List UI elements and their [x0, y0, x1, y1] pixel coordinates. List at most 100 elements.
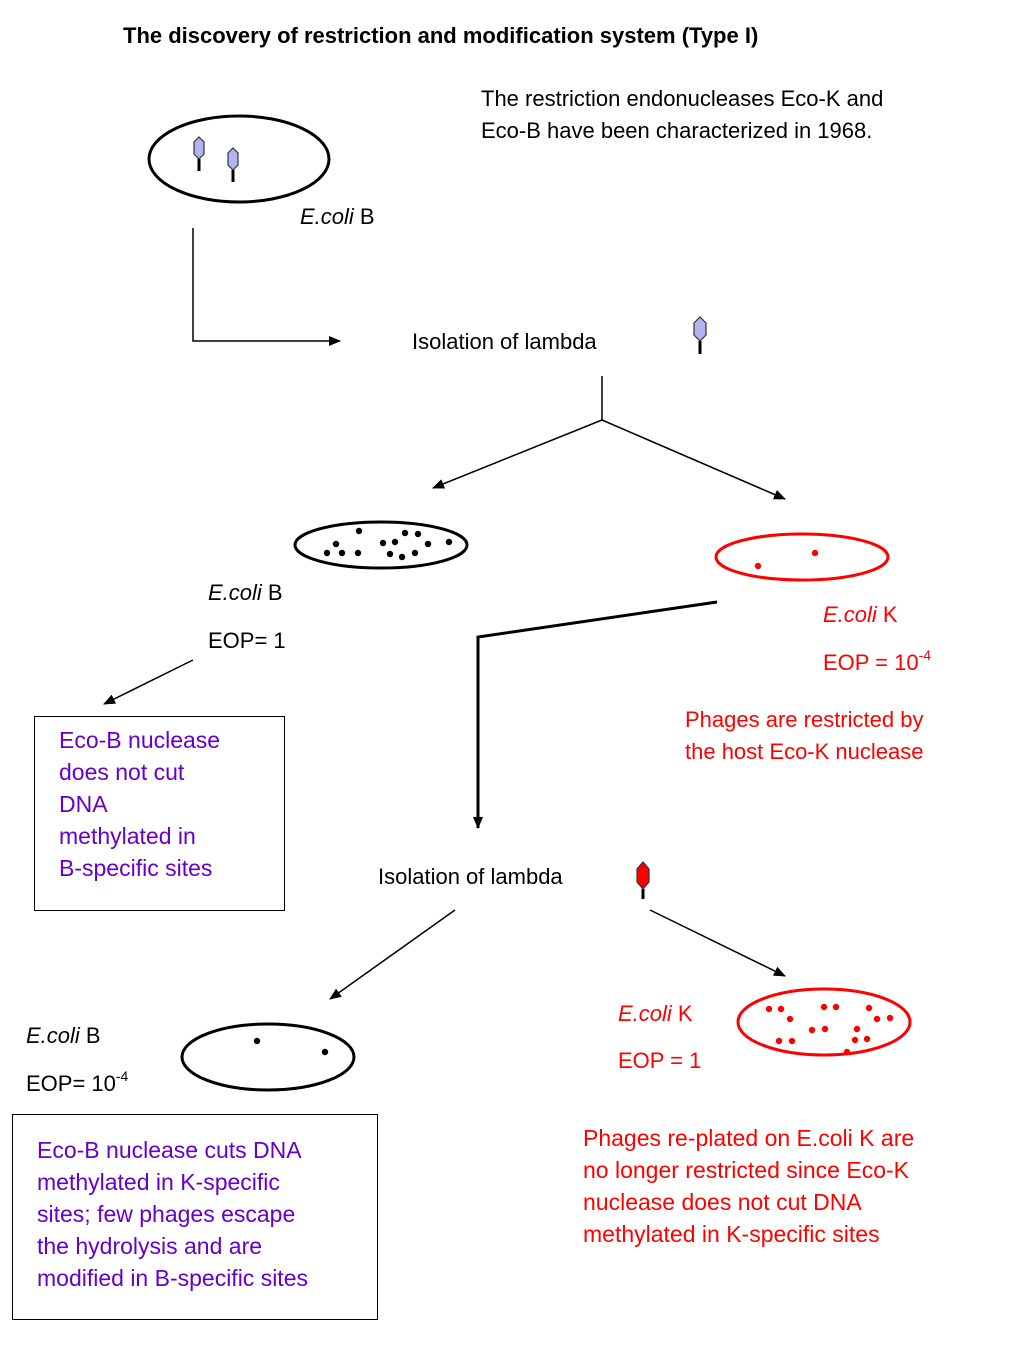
plaque-dot-icon — [775, 1037, 783, 1045]
eop-exponent: -4 — [115, 1068, 129, 1084]
left-plate-2-eop: EOP= 10-4 — [26, 1069, 128, 1096]
phage-icon — [636, 861, 650, 899]
plaque-dot-icon — [414, 530, 422, 538]
plaque-dot-icon — [391, 538, 399, 546]
right-plate-1-eop: EOP = 10-4 — [823, 648, 931, 674]
text-line: Eco-B nuclease — [59, 727, 221, 753]
right-plate-2-label: E.coli K — [618, 1003, 693, 1025]
plaque-dot-icon — [843, 1048, 851, 1056]
strain-name: B — [267, 580, 283, 605]
right-plate-1-label: E.coli K — [823, 604, 898, 626]
plaque-dot-icon — [811, 549, 819, 557]
page-title: The discovery of restriction and modific… — [123, 23, 759, 48]
text-line: no longer restricted since Eco-K — [583, 1157, 909, 1183]
plaque-dot-icon — [355, 527, 363, 535]
arrow-icon — [103, 659, 194, 705]
left-plate-2-label: E.coli B — [26, 1025, 101, 1047]
plaque-dot-icon — [865, 1004, 873, 1012]
eop-value: EOP= 10 — [26, 1071, 116, 1096]
text-line: B-specific sites — [59, 855, 213, 881]
plaque-dot-icon — [386, 550, 394, 558]
plaque-dot-icon — [253, 1037, 261, 1045]
plaque-dot-icon — [321, 1048, 329, 1056]
arrow-icon — [329, 909, 456, 1000]
plaque-dot-icon — [853, 1025, 861, 1033]
plaque-dot-icon — [424, 540, 432, 548]
right-plate-1-note-2: the host Eco-K nuclease — [685, 739, 924, 764]
plaques-ecoli-b-1 — [323, 527, 453, 561]
top-cell-label: E.coli B — [300, 206, 375, 228]
plaque-dot-icon — [863, 1035, 871, 1043]
plaque-dot-icon — [354, 549, 362, 557]
phage-icon — [227, 147, 239, 182]
plaques-ecoli-k-1 — [754, 549, 819, 570]
text-line: DNA — [59, 791, 108, 817]
plate-ecoli-k-1 — [714, 532, 890, 582]
plaque-dot-icon — [821, 1025, 829, 1033]
plaque-dot-icon — [873, 1015, 881, 1023]
arrow-icon — [432, 419, 603, 489]
replating-note: Phages re-plated on E.coli K are no long… — [583, 1122, 914, 1250]
text-line: Eco-B nuclease cuts DNA — [37, 1137, 302, 1163]
text-line: Phages re-plated on E.coli K are — [583, 1125, 915, 1151]
explanation-box-2 — [12, 1114, 378, 1320]
plaque-dot-icon — [401, 529, 409, 537]
plaque-dot-icon — [338, 549, 346, 557]
right-plate-1-note-1: Phages are restricted by — [685, 707, 924, 732]
text-line: does not cut — [59, 759, 185, 785]
plaque-dot-icon — [754, 562, 762, 570]
species-name: E.coli — [618, 1001, 672, 1026]
plate-ecoli-b-2 — [180, 1022, 356, 1092]
explanation-box-1 — [34, 716, 285, 911]
plaque-dot-icon — [398, 553, 406, 561]
plaque-dot-icon — [820, 1003, 828, 1011]
species-name: E.coli — [823, 602, 877, 627]
plaque-dot-icon — [832, 1003, 840, 1011]
text-line: methylated in K-specific — [37, 1169, 280, 1195]
top-cell-ecoli-b — [147, 114, 331, 204]
arrow-icon — [649, 909, 786, 977]
plaque-dot-icon — [851, 1036, 859, 1044]
species-name: E.coli — [26, 1023, 80, 1048]
phage-icon — [193, 136, 205, 171]
strain-name: B — [359, 204, 375, 229]
plaque-dot-icon — [323, 549, 331, 557]
plaque-dot-icon — [786, 1015, 794, 1023]
plaque-dot-icon — [411, 549, 419, 557]
text-line: methylated in K-specific sites — [583, 1221, 880, 1247]
left-plate-1-eop: EOP= 1 — [208, 628, 286, 653]
plaque-dot-icon — [808, 1026, 816, 1034]
plaques-ecoli-k-2 — [765, 1003, 894, 1056]
arrow-icon — [192, 228, 341, 346]
text-line: nuclease does not cut DNA — [583, 1189, 862, 1215]
explanation-box-1-text: Eco-B nuclease does not cut DNA methylat… — [59, 724, 220, 884]
intro-line-1: The restriction endonucleases Eco-K and — [481, 86, 884, 111]
explanation-box-2-text: Eco-B nuclease cuts DNA methylated in K-… — [37, 1134, 308, 1294]
right-plate-2-eop: EOP = 1 — [618, 1048, 702, 1073]
strain-name: B — [85, 1023, 101, 1048]
plaque-dot-icon — [445, 538, 453, 546]
species-name: E.coli — [300, 204, 354, 229]
plaque-dot-icon — [765, 1005, 773, 1013]
text-line: the hydrolysis and are — [37, 1233, 263, 1259]
text-line: methylated in — [59, 823, 196, 849]
arrow-icon — [601, 419, 786, 500]
plate-ecoli-b-1 — [293, 520, 469, 570]
isolation-1-label: Isolation of lambda — [412, 329, 597, 354]
plaque-dot-icon — [886, 1014, 894, 1022]
text-line: sites; few phages escape — [37, 1201, 296, 1227]
plaques-ecoli-b-2 — [253, 1037, 329, 1056]
isolation-2-label: Isolation of lambda — [378, 864, 563, 889]
plaque-dot-icon — [788, 1037, 796, 1045]
text-line: modified in B-specific sites — [37, 1265, 308, 1291]
strain-name: K — [882, 602, 898, 627]
left-plate-1-label: E.coli B — [208, 582, 283, 604]
phage-icon — [693, 316, 707, 354]
intro-line-2: Eco-B have been characterized in 1968. — [481, 118, 873, 143]
plaque-dot-icon — [332, 540, 340, 548]
plaque-dot-icon — [777, 1005, 785, 1013]
arrow-icon — [473, 600, 718, 829]
plaque-dot-icon — [379, 539, 387, 547]
eop-exponent: -4 — [918, 647, 932, 663]
